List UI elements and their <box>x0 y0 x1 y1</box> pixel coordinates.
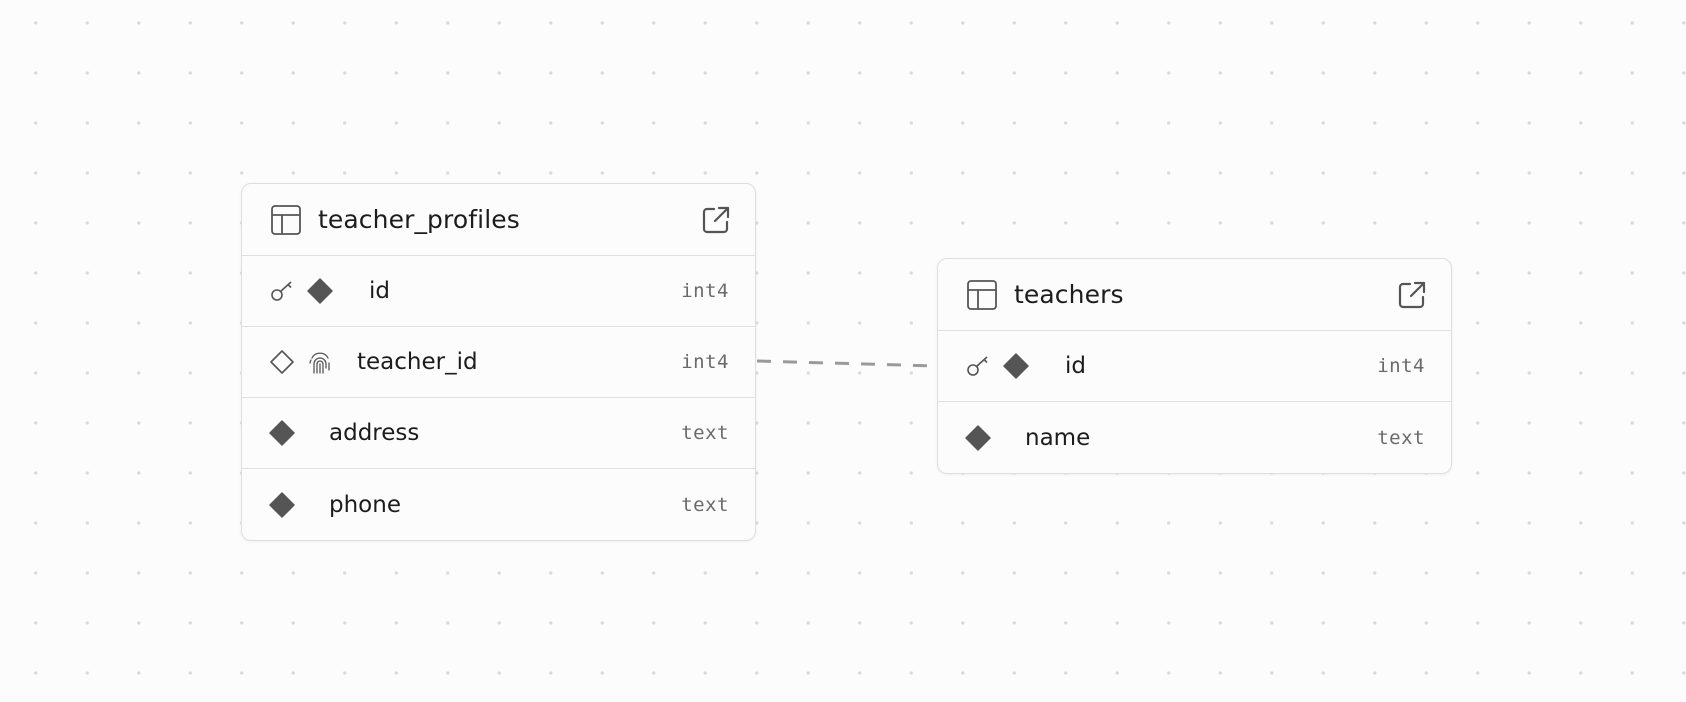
column-name: id <box>369 278 390 304</box>
column-row-address[interactable]: address text <box>242 398 755 469</box>
primary-key-icon <box>269 278 295 304</box>
table-header: teachers <box>938 259 1451 331</box>
not-null-diamond-icon <box>269 420 295 446</box>
not-null-diamond-icon <box>1003 353 1029 379</box>
not-null-diamond-icon <box>269 491 295 518</box>
column-row-phone[interactable]: phone text <box>242 469 755 540</box>
column-name: id <box>1065 353 1086 379</box>
column-name: phone <box>329 491 401 518</box>
column-name: teacher_id <box>357 349 478 375</box>
column-type: int4 <box>1377 355 1425 377</box>
column-row-id[interactable]: id int4 <box>938 331 1451 402</box>
column-row-id[interactable]: id int4 <box>242 256 755 327</box>
not-null-diamond-icon <box>965 424 991 451</box>
column-type: text <box>681 422 729 444</box>
teacher-id-to-teachers-id-edge <box>756 359 938 368</box>
table-title: teachers <box>1014 280 1124 309</box>
table-node-teachers[interactable]: teachers id int4 <box>937 258 1452 474</box>
column-name: address <box>329 420 420 446</box>
nullable-diamond-icon <box>269 349 295 375</box>
column-row-teacher-id[interactable]: teacher_id int4 <box>242 327 755 398</box>
table-icon <box>966 279 998 311</box>
primary-key-icon <box>965 353 991 379</box>
table-node-teacher-profiles[interactable]: teacher_profiles id int4 <box>241 183 756 541</box>
column-type: text <box>681 493 729 516</box>
column-row-name[interactable]: name text <box>938 402 1451 473</box>
column-type: text <box>1377 426 1425 449</box>
column-name: name <box>1025 424 1091 451</box>
column-type: int4 <box>681 280 729 302</box>
table-icon <box>270 204 302 236</box>
external-link-icon[interactable] <box>701 205 731 235</box>
column-type: int4 <box>681 351 729 373</box>
external-link-icon[interactable] <box>1397 280 1427 310</box>
table-title: teacher_profiles <box>318 205 520 234</box>
not-null-diamond-icon <box>307 278 333 304</box>
unique-fingerprint-icon <box>307 349 333 375</box>
table-header: teacher_profiles <box>242 184 755 256</box>
